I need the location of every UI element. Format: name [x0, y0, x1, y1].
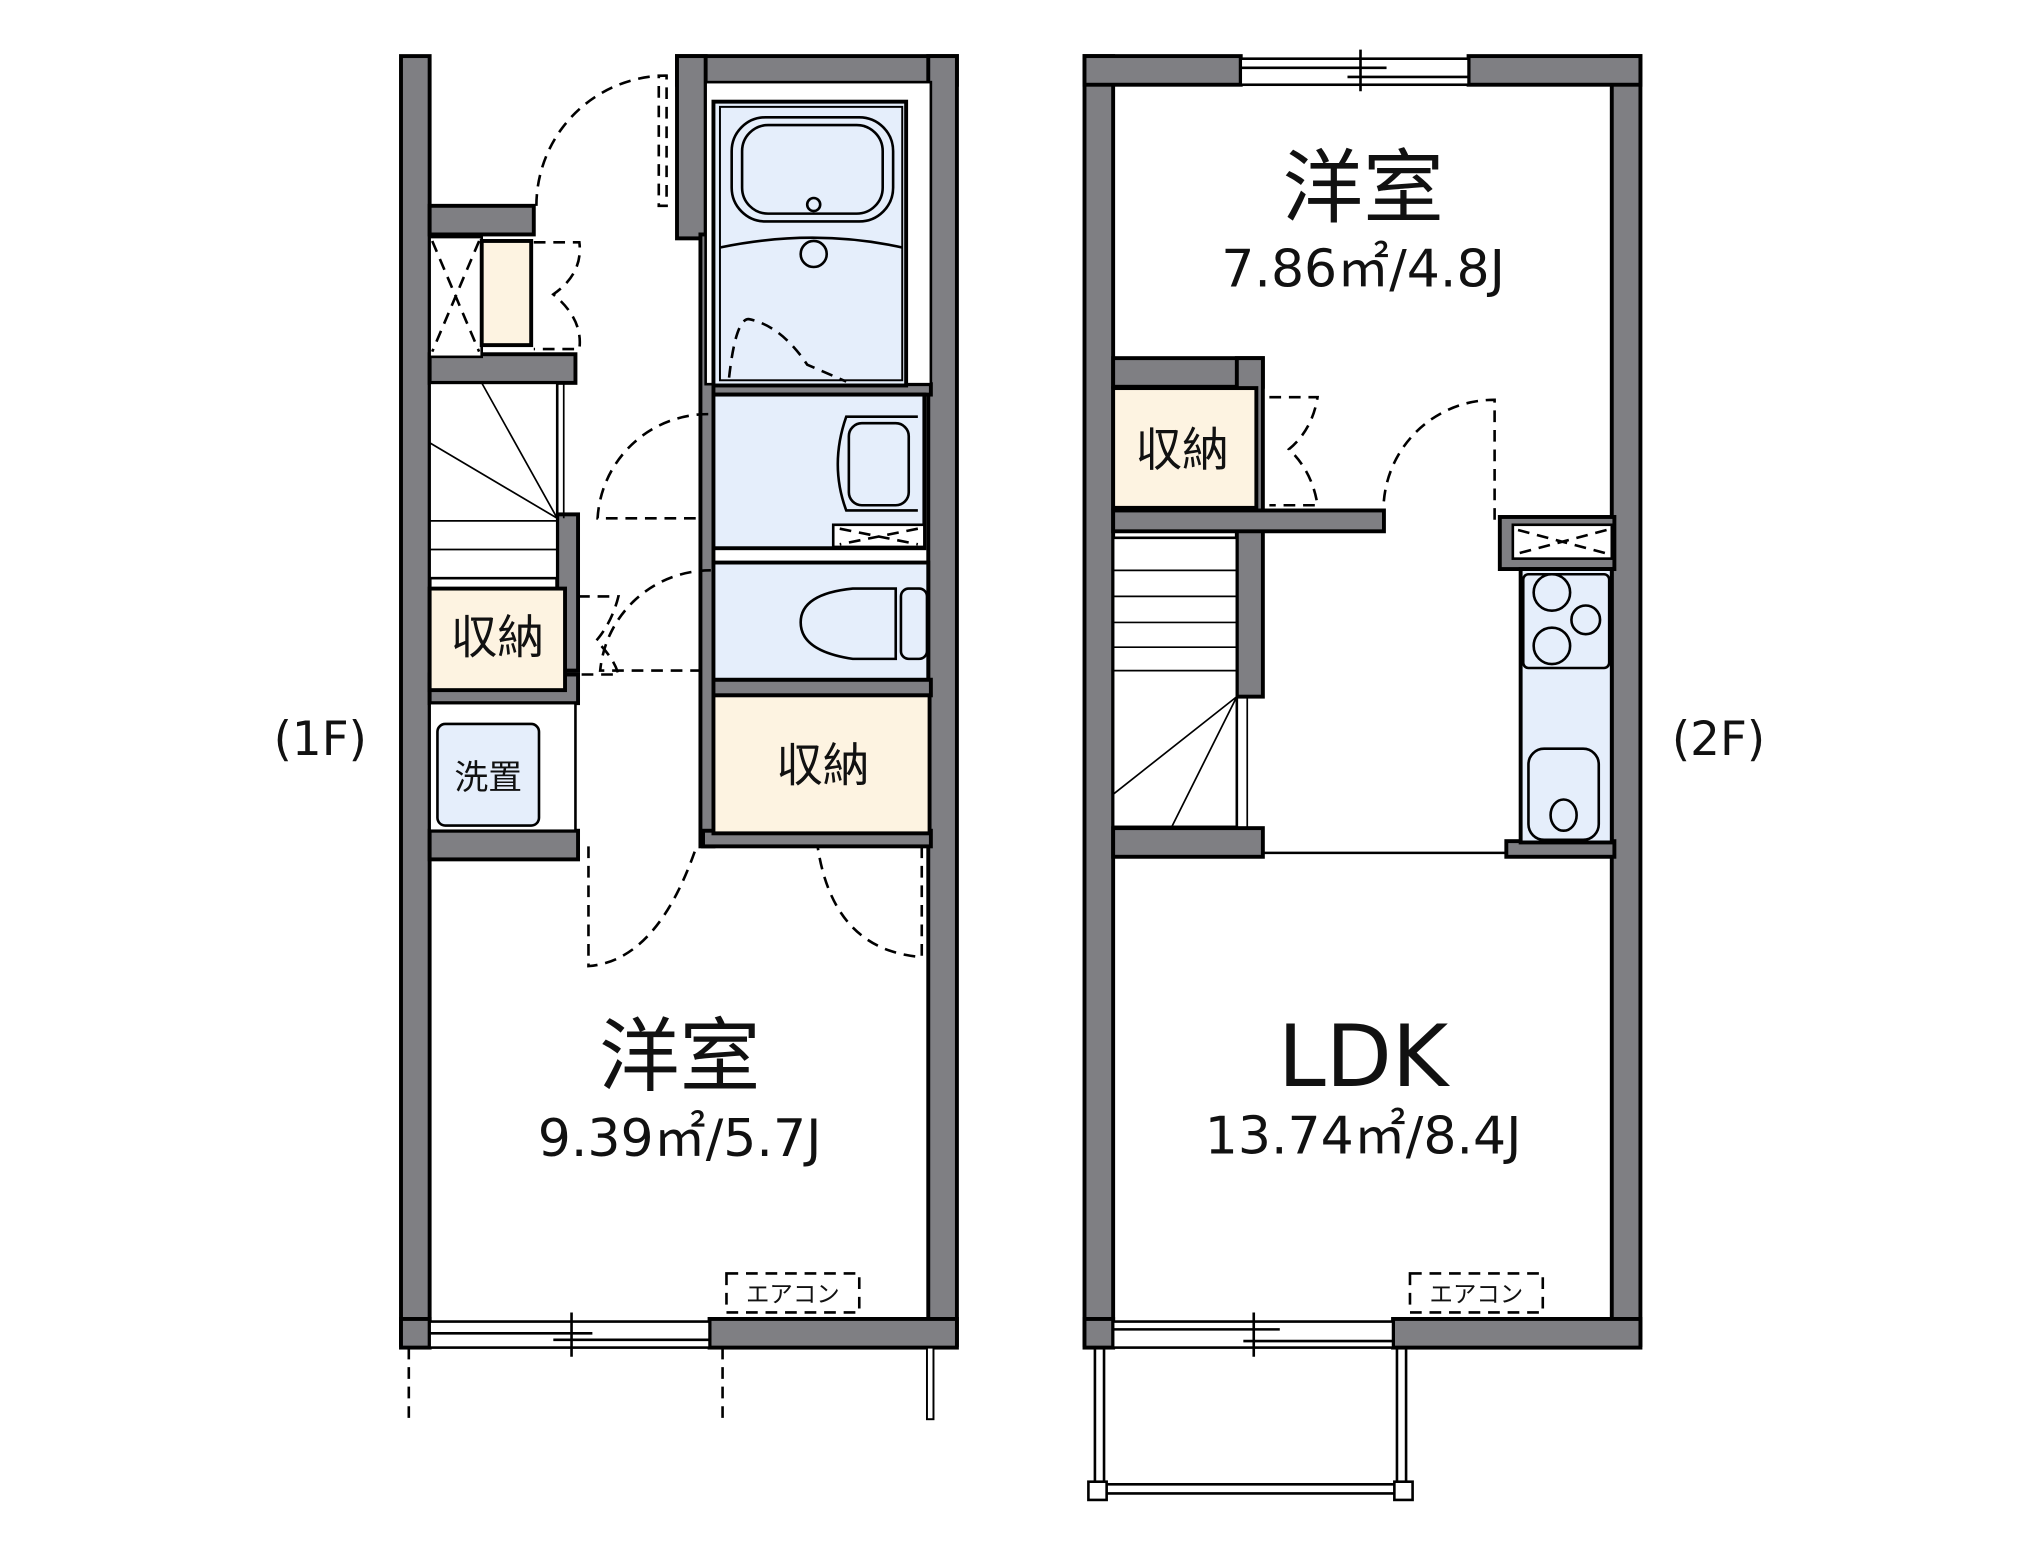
storage — [1111, 386, 1259, 510]
door-swing — [727, 317, 847, 383]
ac-box — [1408, 1272, 1545, 1314]
washer-space — [436, 722, 541, 827]
floor-1f: 収納 洗置 収納 洋室 9.39㎡/5.7J エアコン (1F) — [274, 54, 959, 1421]
room-area: 13.74㎡/8.4J — [1205, 1107, 1522, 1167]
door-swing — [533, 240, 582, 351]
storage-label: 収納 — [450, 612, 544, 666]
sink-icon — [1527, 747, 1601, 842]
storage-label: 収納 — [776, 739, 870, 793]
ac-label: エアコン — [1430, 1280, 1524, 1308]
wall — [399, 54, 432, 1347]
door-leaf — [657, 74, 668, 208]
door-swing — [596, 412, 709, 520]
wall — [1111, 826, 1265, 859]
door-swing — [587, 845, 698, 968]
room-name: 洋室 — [599, 1011, 760, 1105]
room-name: 洋室 — [1282, 142, 1443, 236]
door-swing — [1269, 395, 1320, 507]
wall — [707, 1317, 959, 1350]
wall — [1391, 1317, 1643, 1350]
floor-label: (1F) — [274, 713, 367, 767]
floor-2f: 収納 洋室 7.86㎡/4.8J LDK 13.74㎡/8.4J エアコン — [1082, 49, 1765, 1502]
door-swing — [816, 846, 924, 959]
door-swing — [598, 569, 711, 672]
room-area: 7.86㎡/4.8J — [1221, 240, 1505, 300]
stairs — [1111, 536, 1239, 829]
sink-icon — [836, 415, 918, 512]
floor-label: (2F) — [1672, 713, 1765, 767]
wall — [427, 352, 578, 385]
wall — [1082, 54, 1243, 87]
washer-label: 洗置 — [454, 758, 522, 797]
x-mark — [431, 240, 481, 353]
wall — [1111, 508, 1386, 534]
wall — [427, 828, 581, 862]
wall — [675, 54, 959, 87]
wall — [1609, 54, 1643, 1347]
door-swing — [1382, 398, 1496, 522]
wall — [427, 203, 536, 237]
door-swing — [578, 595, 621, 676]
storage-label: 収納 — [1135, 424, 1229, 478]
washroom — [711, 392, 927, 551]
window — [1239, 57, 1470, 87]
wall — [1466, 54, 1643, 87]
wall — [1082, 1317, 1116, 1350]
wall — [675, 54, 708, 241]
shoe-cabinet — [479, 239, 534, 348]
wall — [926, 54, 959, 1347]
door-swing — [535, 74, 667, 206]
wall — [711, 677, 933, 698]
storage — [427, 586, 567, 693]
wall — [1082, 54, 1116, 1347]
ac-box — [725, 1272, 861, 1314]
room-name: LDK — [1278, 1007, 1451, 1107]
kitchen-counter — [1518, 567, 1614, 845]
ac-label: エアコン — [746, 1280, 840, 1308]
storage — [711, 693, 932, 836]
room-area: 9.39㎡/5.7J — [538, 1109, 822, 1169]
bathtub-icon — [730, 115, 895, 223]
toilet-icon — [799, 587, 898, 661]
wall — [399, 1317, 432, 1350]
stove-icon — [1521, 572, 1611, 670]
